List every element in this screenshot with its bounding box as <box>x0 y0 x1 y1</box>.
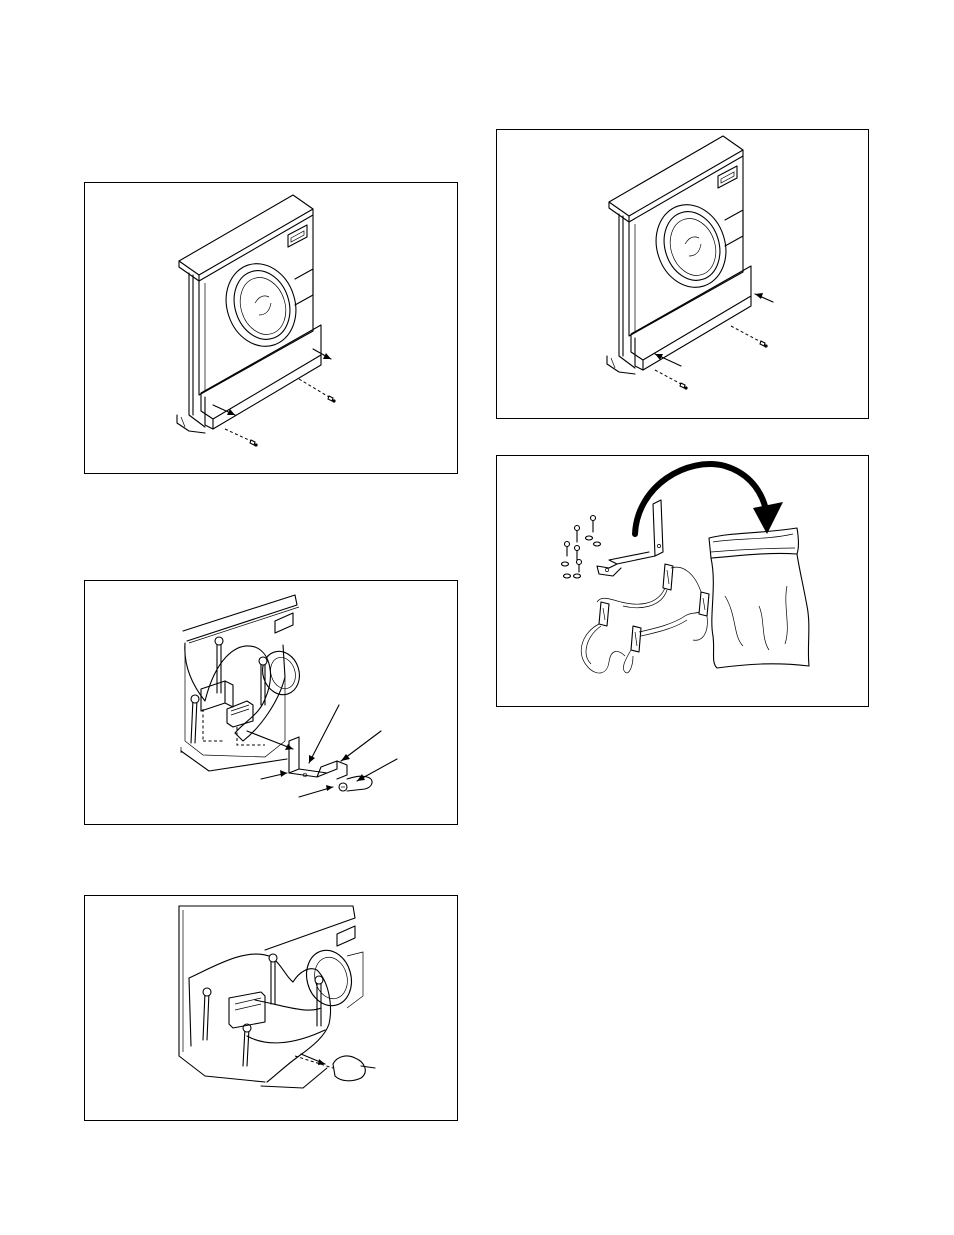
figure-hardware-bag <box>496 455 869 707</box>
figure-bracket-bolt-removal <box>84 580 458 825</box>
bolts-icon <box>562 516 601 579</box>
bracket-icon <box>597 500 663 576</box>
bracket-bolt-removal-illustration <box>85 581 457 824</box>
washer-panel-reinstall-illustration <box>497 130 868 418</box>
hardware-bag-illustration <box>497 456 868 706</box>
figure-panel-reinstall <box>496 129 869 419</box>
figure-panel-removal <box>84 182 458 474</box>
cables-icon <box>581 564 709 673</box>
plastic-bag-icon <box>709 528 809 668</box>
bracket-removal-illustration <box>85 896 457 1120</box>
washer-panel-removal-illustration <box>85 183 457 473</box>
figure-bracket-removal <box>84 895 458 1121</box>
